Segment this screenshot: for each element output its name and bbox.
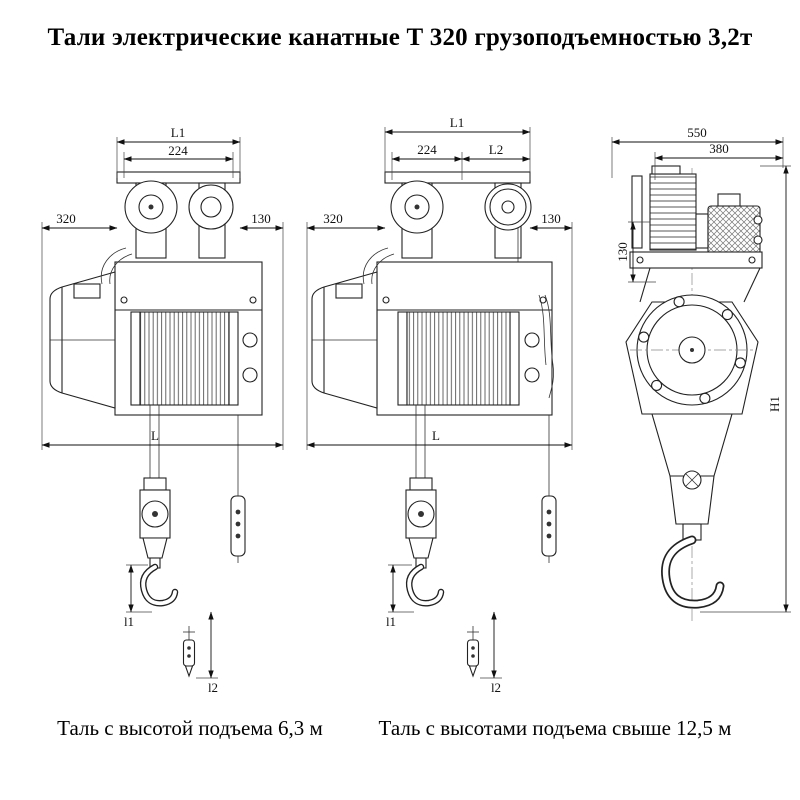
trolley (116, 171, 241, 259)
view-hoist-6m: L1 224 320 130 L l1 l2 (41, 125, 284, 695)
dim-l1: l1 (124, 614, 134, 629)
drum-end-housing (625, 267, 761, 415)
pendant-control (541, 414, 557, 564)
caption-hoist-6m: Таль с высотой подъема 6,3 м (57, 716, 323, 740)
cable-loop (544, 294, 554, 399)
dim-130: 130 (541, 211, 561, 226)
dim-l1: l1 (386, 614, 396, 629)
hook-block (140, 478, 175, 603)
dim-l2: l2 (208, 680, 218, 695)
terminal-box (335, 283, 363, 299)
dim-130: 130 (615, 242, 630, 262)
dim-550: 550 (687, 125, 707, 140)
dim-L2: L2 (489, 142, 503, 157)
dim-L1: L1 (171, 125, 185, 140)
hoist-body (49, 247, 263, 416)
terminal-box (73, 283, 101, 299)
dim-130: 130 (251, 211, 271, 226)
view-end: 550 380 130 H1 (611, 125, 791, 622)
hook-block (406, 478, 441, 603)
trolley (384, 171, 532, 310)
dim-224: 224 (417, 142, 437, 157)
gearbox (707, 205, 761, 255)
suspension-hook (651, 413, 733, 609)
dimensions-v3: 550 380 130 H1 (611, 125, 791, 613)
dim-320: 320 (56, 211, 76, 226)
hoist-body (311, 247, 554, 416)
dimensions-v2: L1 224 L2 320 130 L l1 l2 (306, 115, 573, 695)
dim-320: 320 (323, 211, 343, 226)
dim-L: L (151, 428, 159, 443)
dim-H1: H1 (767, 396, 782, 412)
rope-drum (139, 311, 230, 406)
rope-drum (406, 311, 511, 406)
view-hoist-over-12m: L1 224 L2 320 130 L l1 l2 (306, 115, 573, 695)
dim-l2: l2 (491, 680, 501, 695)
page-title: Тали электрические канатные Т 320 грузоп… (47, 24, 753, 51)
dim-224: 224 (168, 143, 188, 158)
dim-L: L (432, 428, 440, 443)
dimensions-v1: L1 224 320 130 L l1 l2 (41, 125, 284, 695)
caption-hoist-over-12m: Таль с высотами подъема свыше 12,5 м (378, 716, 732, 740)
mini-pendant (466, 625, 480, 677)
pendant-control (230, 414, 246, 564)
dim-380: 380 (709, 141, 729, 156)
dim-L1: L1 (450, 115, 464, 130)
mini-pendant (182, 625, 196, 677)
brake-fins (649, 173, 697, 251)
top-mechanism (629, 165, 763, 269)
